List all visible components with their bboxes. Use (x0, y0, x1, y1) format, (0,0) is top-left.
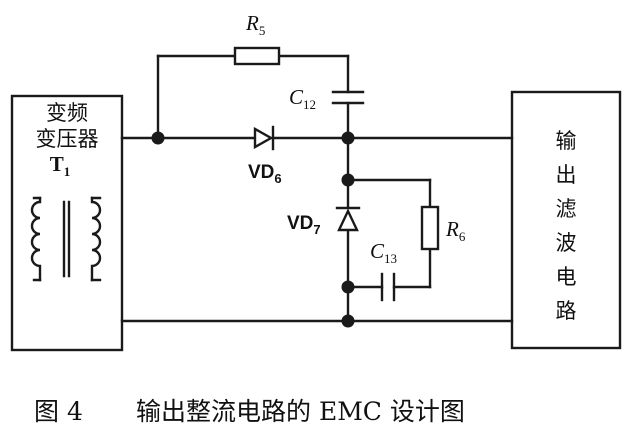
vd7-diode (335, 206, 361, 232)
vd6-label-main: VD (248, 162, 274, 183)
r5-label-main: R (245, 11, 259, 35)
junction-dot (341, 280, 355, 294)
output-filter-char: 波 (556, 231, 577, 255)
vd6-diode (253, 125, 275, 151)
c13-label: C13 (370, 239, 397, 266)
r6-label-main: R (445, 217, 459, 241)
transformer-label-line2: 变压器 (36, 127, 99, 151)
c12-label: C12 (289, 85, 316, 112)
c13-label-sub: 13 (384, 251, 397, 266)
output-filter-char: 滤 (556, 197, 577, 221)
output-filter-block (510, 90, 622, 350)
r5-label: R5 (245, 11, 265, 38)
r6-label-sub: 6 (459, 229, 466, 244)
c12-label-main: C (289, 85, 304, 109)
transformer-symbol-icon (30, 196, 102, 282)
figure-number: 图 4 (34, 397, 83, 426)
c12-label-sub: 12 (303, 97, 316, 112)
vd7-label-sub: 7 (313, 222, 320, 237)
vd7-label: VD7 (287, 213, 321, 237)
output-filter-char: 出 (556, 163, 577, 187)
output-filter-char: 电 (556, 265, 577, 289)
transformer-ref-main: T (50, 152, 64, 176)
c13-capacitor (380, 272, 396, 302)
vd6-label: VD6 (248, 162, 282, 186)
figure-title: 输出整流电路的 EMC 设计图 (136, 397, 465, 426)
r5-resistor (233, 46, 281, 66)
r6-resistor (420, 205, 440, 251)
transformer-block (10, 94, 124, 352)
output-filter-label: 输 出 滤 波 电 路 (556, 129, 577, 323)
output-filter-char: 输 (556, 129, 577, 153)
vd7-label-main: VD (287, 213, 313, 234)
c12-capacitor (331, 90, 365, 105)
c13-label-main: C (370, 239, 385, 263)
junction-dot (341, 314, 355, 328)
transformer-ref-sub: 1 (64, 164, 71, 179)
junction-dot (151, 131, 165, 145)
transformer-ref: T1 (50, 152, 71, 179)
transformer-label-line1: 变频 (46, 101, 88, 125)
junction-dot (341, 131, 355, 145)
r5-label-sub: 5 (259, 23, 266, 38)
wires (120, 54, 514, 323)
output-filter-char: 路 (556, 299, 577, 323)
junction-dots (151, 131, 355, 328)
r6-label: R6 (445, 217, 466, 244)
junction-dot (341, 173, 355, 187)
vd6-label-sub: 6 (274, 171, 281, 186)
